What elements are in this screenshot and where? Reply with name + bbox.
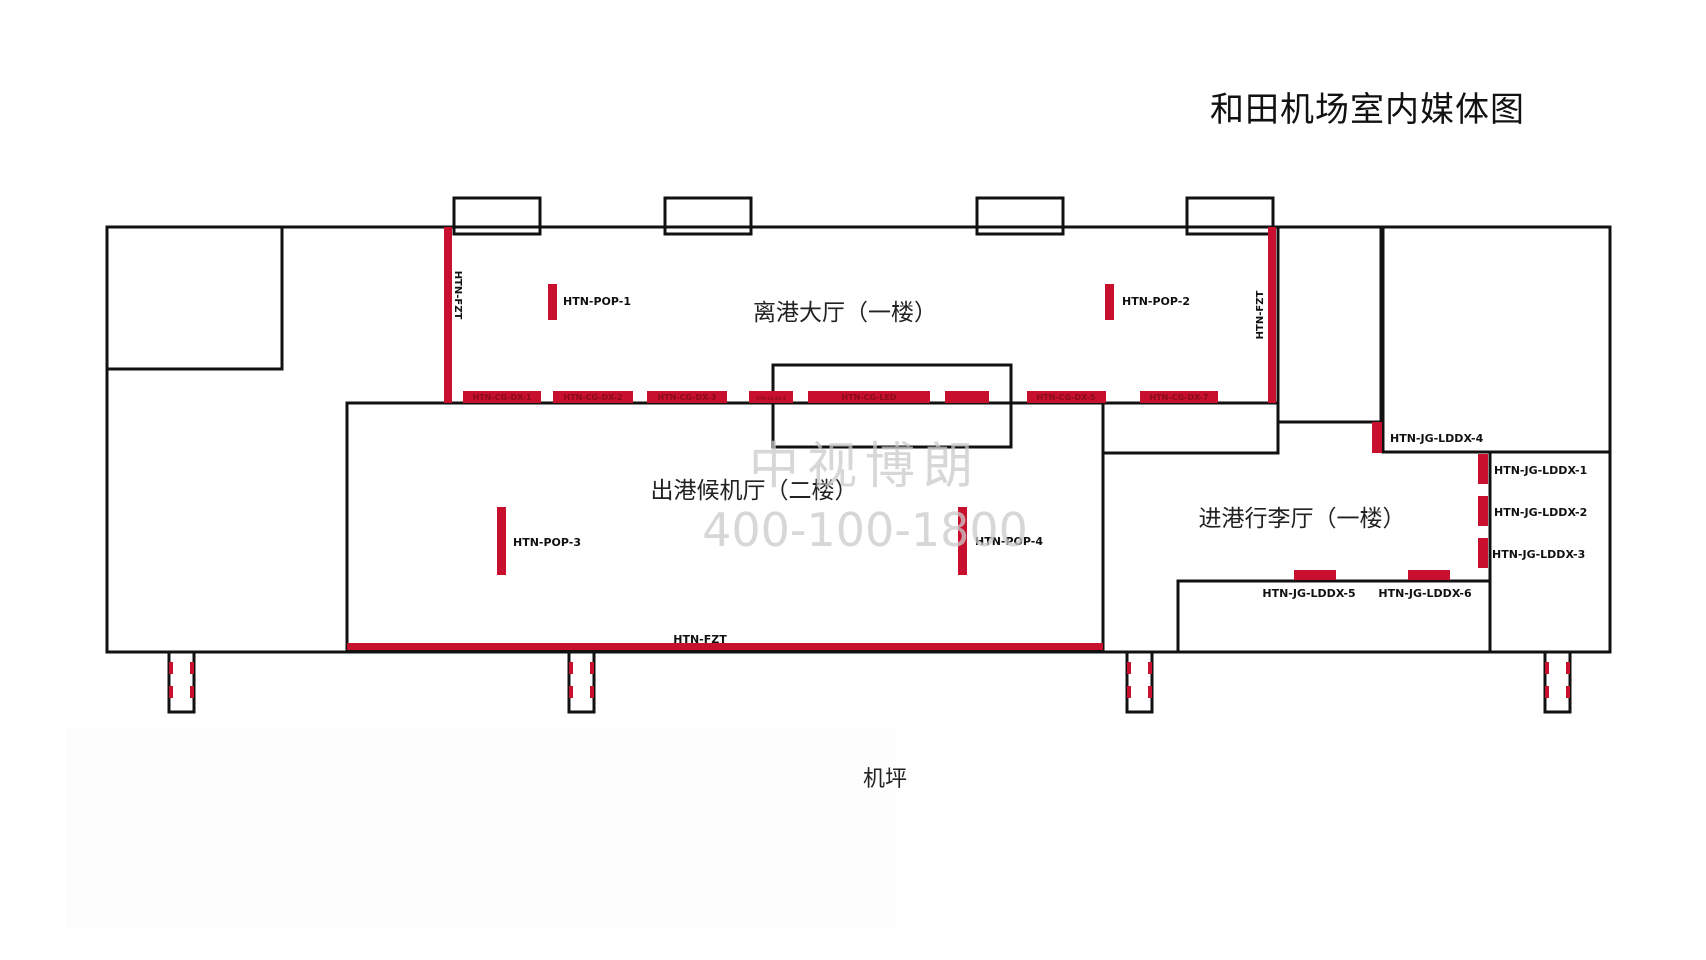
bridge-marker	[1545, 686, 1549, 698]
bridge-marker	[1566, 662, 1570, 674]
media-jg-lddx-6	[1408, 570, 1450, 580]
media-cg-dx-7	[1140, 391, 1218, 403]
media-jg-lddx-1	[1478, 454, 1488, 484]
apron-area-background	[66, 728, 896, 928]
label-cg-led: HTN-CG-LED	[841, 393, 896, 402]
bridge-marker	[1127, 686, 1131, 698]
central-escalator-box	[771, 363, 1013, 449]
media-fzt-bottom	[347, 643, 1103, 650]
bridge-marker	[590, 686, 594, 698]
jet-bridge-top-3	[975, 196, 1065, 236]
corridor-connector	[1101, 401, 1280, 455]
room-right-mid	[1276, 225, 1383, 424]
media-jg-lddx-2	[1478, 496, 1488, 526]
apron-bridge-markers	[169, 662, 1570, 698]
label-jg-lddx-2: HTN-JG-LDDX-2	[1494, 506, 1587, 519]
label-departure-lounge: 出港候机厅（二楼）	[651, 478, 858, 504]
media-pop-2	[1105, 284, 1114, 320]
media-placements	[347, 227, 1488, 650]
label-cg-dx-5: HTN-CG-DX-5	[1037, 393, 1096, 402]
bridge-marker	[169, 686, 173, 698]
media-labels: HTN-POP-1 HTN-POP-2 HTN-POP-3 HTN-POP-4 …	[452, 271, 1587, 646]
label-pop-4: HTN-POP-4	[975, 535, 1043, 548]
bridge-marker	[569, 662, 573, 674]
bridge-marker	[169, 662, 173, 674]
jet-bridge-top-2	[663, 196, 753, 236]
bridge-marker	[1127, 662, 1131, 674]
label-pop-2: HTN-POP-2	[1122, 295, 1190, 308]
label-fzt-right: HTN-FZT	[1255, 291, 1266, 340]
label-jg-lddx-1: HTN-JG-LDDX-1	[1494, 464, 1587, 477]
apron-bridge-2	[567, 650, 596, 714]
bridge-marker	[190, 686, 194, 698]
bridge-marker	[1148, 662, 1152, 674]
label-departure-hall: 离港大厅（一楼）	[753, 300, 937, 326]
label-pop-3: HTN-POP-3	[513, 536, 581, 549]
room-top-left	[105, 225, 284, 371]
bridge-marker	[590, 662, 594, 674]
media-cg-dx-4	[749, 391, 793, 403]
media-cg-dx-5	[1027, 391, 1106, 403]
bridge-marker	[1545, 662, 1549, 674]
label-pop-1: HTN-POP-1	[563, 295, 631, 308]
label-fzt-bottom: HTN-FZT	[673, 633, 727, 646]
watermark-phone: 400-100-1800	[702, 503, 1028, 557]
media-pop-4	[958, 507, 967, 575]
media-jg-lddx-4	[1372, 422, 1382, 453]
label-cg-dx-4: HTN-CG-DX-4	[756, 396, 786, 401]
media-pop-3	[497, 507, 506, 575]
label-cg-dx-2: HTN-CG-DX-2	[564, 393, 623, 402]
watermark-name: 中视博朗	[749, 437, 981, 495]
media-cg-led	[808, 391, 930, 403]
label-apron: 机坪	[863, 767, 907, 792]
diagram-title: 和田机场室内媒体图	[1210, 90, 1525, 130]
label-cg-dx-3: HTN-CG-DX-3	[658, 393, 717, 402]
media-jg-lddx-3	[1478, 538, 1488, 568]
jet-bridge-top-4	[1185, 196, 1275, 236]
jet-bridge-top-1	[452, 196, 542, 236]
media-cg-dx-3	[647, 391, 727, 403]
label-jg-lddx-3: HTN-JG-LDDX-3	[1492, 548, 1585, 561]
label-cg-dx-1: HTN-CG-DX-1	[473, 393, 532, 402]
bridge-marker	[1566, 686, 1570, 698]
media-fzt-left	[444, 227, 452, 403]
bridge-marker	[190, 662, 194, 674]
media-cg-dx-x	[945, 391, 989, 403]
label-fzt-left: HTN-FZT	[452, 271, 463, 320]
room-right-top	[1381, 225, 1612, 454]
apron-bridge-4	[1543, 650, 1572, 714]
media-pop-1	[548, 284, 557, 320]
apron-bridge-1	[167, 650, 196, 714]
media-cg-dx-2	[553, 391, 633, 403]
media-jg-lddx-5	[1294, 570, 1336, 580]
baggage-belt-area	[1176, 579, 1492, 654]
bridge-marker	[569, 686, 573, 698]
bridge-marker	[1148, 686, 1152, 698]
label-arrival-baggage-hall: 进港行李厅（一楼）	[1199, 506, 1406, 532]
media-fzt-right	[1268, 227, 1276, 403]
label-jg-lddx-6: HTN-JG-LDDX-6	[1378, 587, 1472, 600]
label-jg-lddx-5: HTN-JG-LDDX-5	[1262, 587, 1355, 600]
label-jg-lddx-4: HTN-JG-LDDX-4	[1390, 432, 1484, 445]
apron-bridge-3	[1125, 650, 1154, 714]
media-cg-dx-1	[463, 391, 541, 403]
strip-labels: HTN-CG-DX-1 HTN-CG-DX-2 HTN-CG-DX-3 HTN-…	[473, 393, 1209, 402]
label-cg-dx-7: HTN-CG-DX-7	[1150, 393, 1209, 402]
